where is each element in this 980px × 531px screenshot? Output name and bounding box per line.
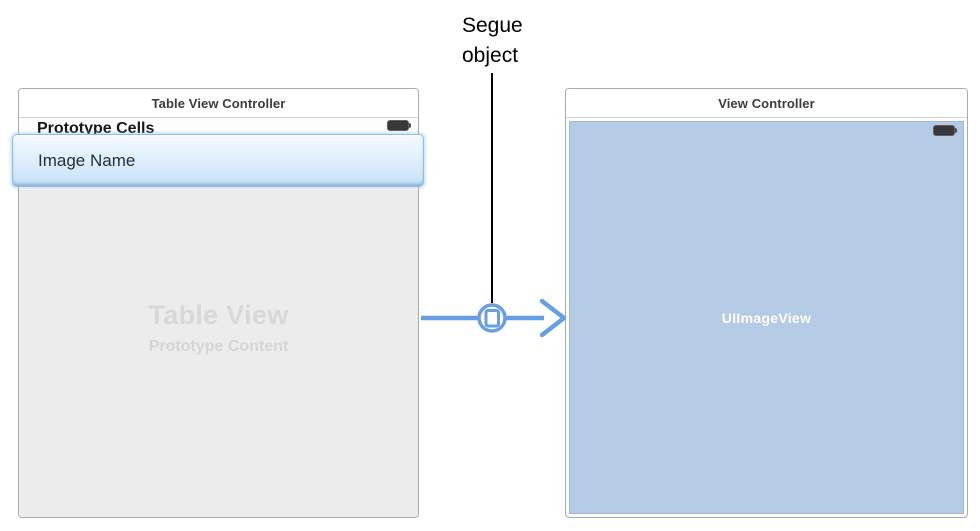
segue-object-glyph [484, 309, 500, 328]
segue-annotation-pointer-line [491, 73, 493, 303]
prototype-cell-label: Image Name [38, 150, 136, 170]
prototype-cells-label: Prototype Cells [37, 120, 155, 137]
uiimageview-label: UIImageView [721, 309, 812, 326]
uiimageview-canvas[interactable]: UIImageView [569, 121, 964, 514]
segue-annotation-label: Segue object [462, 14, 523, 67]
scene-title: Table View Controller [151, 95, 286, 111]
segue-arrowhead-icon [539, 298, 567, 338]
battery-icon [933, 125, 957, 136]
table-view-placeholder: Table View Prototype Content [19, 300, 418, 356]
prototype-cell-selected[interactable]: Image Name [12, 134, 424, 187]
table-view-canvas[interactable]: Table View Prototype Content [19, 190, 418, 517]
table-view-placeholder-title: Table View [148, 300, 289, 330]
table-view-placeholder-subtitle: Prototype Content [148, 338, 289, 355]
scene-header-view-controller[interactable]: View Controller [566, 89, 967, 118]
scene-header-table-view-controller[interactable]: Table View Controller [19, 89, 418, 118]
segue-arrow[interactable] [418, 296, 568, 340]
battery-icon [387, 120, 411, 131]
scene-title: View Controller [718, 95, 815, 111]
view-controller-scene[interactable]: View Controller UIImageView [565, 88, 968, 518]
